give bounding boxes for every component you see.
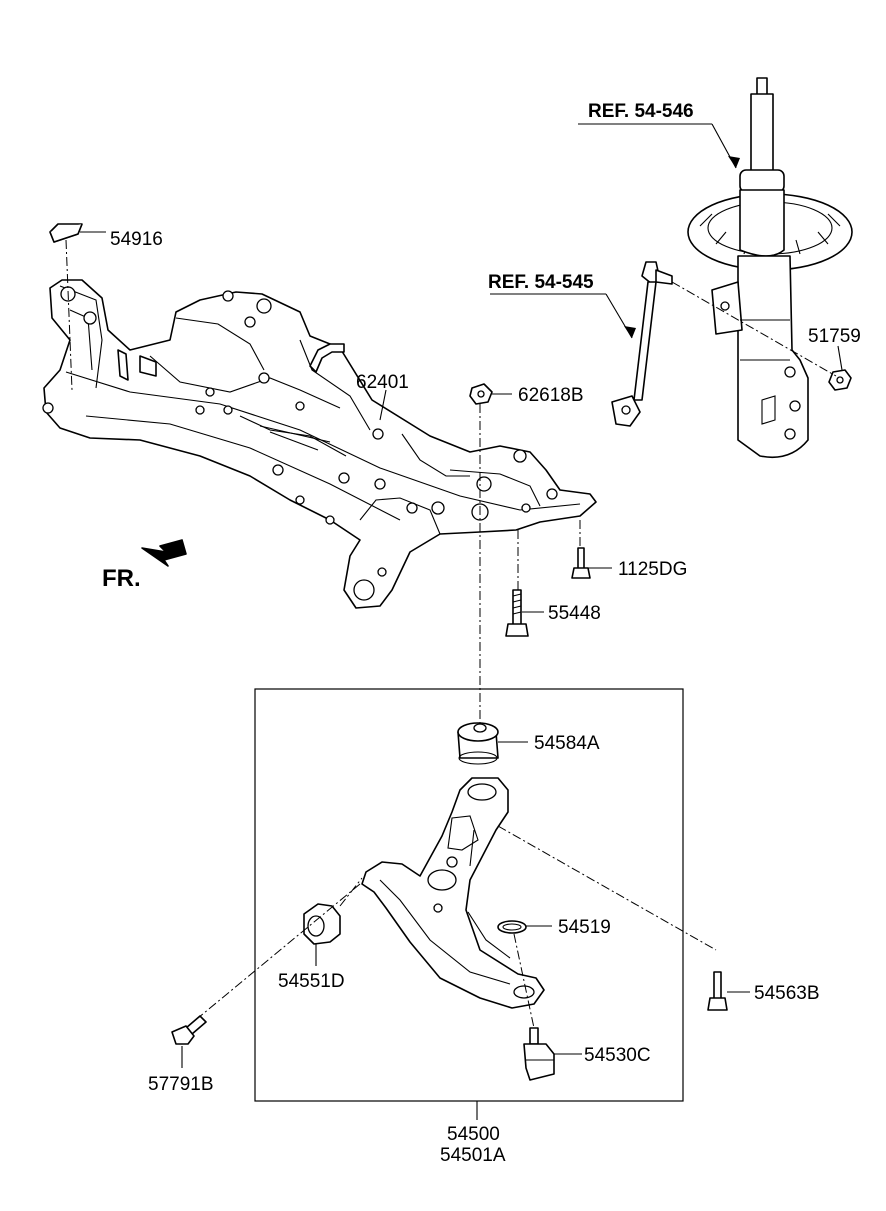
part-label-54563B: 54563B bbox=[754, 983, 820, 1004]
ball-joint-54530C bbox=[523, 1027, 555, 1081]
part-label-54500: 54500 bbox=[447, 1124, 500, 1145]
part-label-54551D: 54551D bbox=[278, 971, 345, 992]
stabilizer-link bbox=[611, 261, 673, 427]
part-label-1125DG: 1125DG bbox=[618, 559, 687, 580]
bushing-54584A bbox=[457, 722, 499, 765]
alignment-lines bbox=[65, 239, 837, 1029]
crossmember-62401 bbox=[42, 279, 597, 609]
bushing-54551D bbox=[303, 903, 341, 945]
part-label-54584A: 54584A bbox=[534, 733, 600, 754]
bolt-1125DG bbox=[571, 547, 591, 579]
strut-assembly bbox=[687, 77, 853, 459]
bolt-54563B bbox=[707, 971, 728, 1011]
front-label: FR. bbox=[102, 565, 141, 592]
part-label-54519: 54519 bbox=[558, 917, 611, 938]
nut-62618B bbox=[469, 383, 493, 405]
nut-51759 bbox=[828, 369, 852, 391]
part-label-54530C: 54530C bbox=[584, 1045, 651, 1066]
leader-lines bbox=[80, 123, 843, 1120]
front-arrow-icon bbox=[141, 539, 187, 567]
front-direction-indicator: FR. bbox=[102, 539, 187, 592]
ref-strut-label: REF. 54-546 bbox=[588, 101, 694, 122]
part-label-55448: 55448 bbox=[548, 603, 601, 624]
part-label-62618B: 62618B bbox=[518, 385, 584, 406]
mount-pad-54916 bbox=[49, 223, 83, 243]
bolt-57791B bbox=[171, 1015, 207, 1045]
bolt-55448 bbox=[505, 589, 529, 637]
snap-ring-54519 bbox=[497, 920, 527, 934]
lower-control-arm bbox=[361, 777, 545, 1009]
part-label-57791B: 57791B bbox=[148, 1074, 214, 1095]
part-label-51759: 51759 bbox=[808, 326, 861, 347]
part-label-54916: 54916 bbox=[110, 229, 163, 250]
part-label-54501A: 54501A bbox=[440, 1145, 506, 1166]
ref-link-label: REF. 54-545 bbox=[488, 272, 594, 293]
part-label-62401: 62401 bbox=[356, 372, 409, 393]
lower-arm-assembly-box bbox=[254, 688, 684, 1102]
